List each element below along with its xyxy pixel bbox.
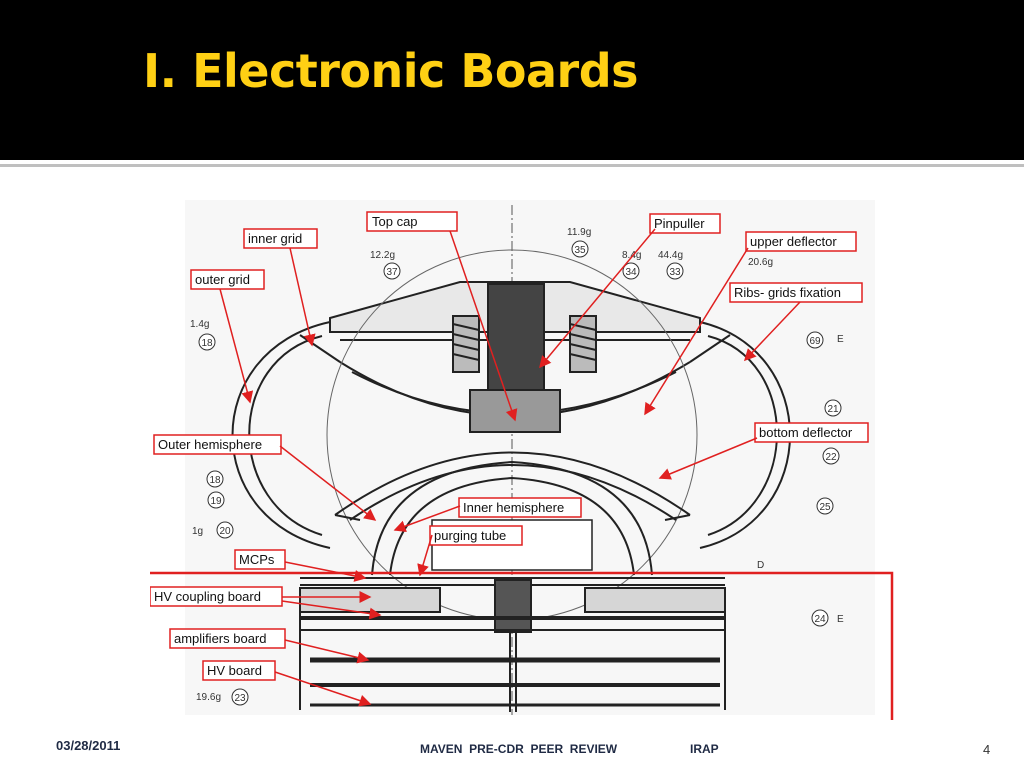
callout-ribs-grids-fixation: Ribs- grids fixation — [734, 285, 841, 300]
title-bar: I. Electronic Boards — [0, 0, 1024, 160]
part-number: 20 — [219, 526, 231, 537]
part-number: 25 — [819, 502, 831, 513]
callout-outer-hemisphere: Outer hemisphere — [158, 437, 262, 452]
weight-label: 1g — [192, 526, 203, 537]
callout-hv-board: HV board — [207, 663, 262, 678]
weight-label: D — [757, 560, 764, 571]
part-number: 18 — [201, 338, 213, 349]
part-number: 23 — [234, 693, 246, 704]
part-number: 37 — [386, 267, 398, 278]
part-number: 19 — [210, 496, 222, 507]
top-cap — [329, 281, 701, 391]
callout-amplifiers-board: amplifiers board — [174, 631, 267, 646]
electronics-highlight-box — [150, 571, 894, 720]
weight-label: 12.2g — [370, 250, 395, 261]
callout-purging-tube: purging tube — [434, 528, 506, 543]
callout-boxes — [150, 211, 869, 681]
weight-label: 20.6g — [748, 257, 773, 268]
outer-hemisphere — [334, 451, 691, 521]
title-separator-white — [0, 160, 1024, 164]
scan-background — [185, 200, 875, 715]
callout-pinpuller: Pinpuller — [654, 216, 705, 231]
callout-bottom-deflector: bottom deflector — [759, 425, 853, 440]
part-number: 34 — [625, 267, 637, 278]
callout-hv-coupling-board: HV coupling board — [154, 589, 261, 604]
part-number: 35 — [574, 245, 586, 256]
callout-outer-grid: outer grid — [195, 272, 250, 287]
weight-label: E — [837, 614, 844, 625]
weight-label: 44.4g — [658, 250, 683, 261]
footer-organization: IRAP — [690, 742, 719, 756]
footer-date: 03/28/2011 — [56, 738, 121, 753]
instrument-cross-section-diagram: 11.9g 12.2g 8.4g 44.4g 20.6g 1.4g 1g 19.… — [150, 200, 894, 720]
callout-top-cap: Top cap — [372, 214, 418, 229]
callout-leader-lines — [219, 228, 801, 707]
title-separator-gray — [0, 164, 1024, 167]
callout-mcps: MCPs — [239, 552, 275, 567]
part-number: 22 — [825, 452, 837, 463]
part-number: 18 — [209, 475, 221, 486]
weight-label: 19.6g — [196, 692, 221, 703]
part-number: 33 — [669, 267, 681, 278]
part-number: 24 — [814, 614, 826, 625]
weight-label: 8.4g — [622, 250, 641, 261]
weight-label: 1.4g — [190, 319, 209, 330]
part-number: 69 — [809, 336, 821, 347]
weight-label: 11.9g — [567, 227, 591, 238]
callout-inner-hemisphere: Inner hemisphere — [463, 500, 564, 515]
part-number-circles — [198, 240, 842, 706]
callout-inner-grid: inner grid — [248, 231, 302, 246]
page-number: 4 — [983, 742, 991, 757]
slide-title: I. Electronic Boards — [143, 44, 639, 98]
footer-review-title: MAVEN PRE-CDR PEER REVIEW — [420, 742, 618, 756]
callout-upper-deflector: upper deflector — [750, 234, 837, 249]
part-number: 21 — [827, 404, 839, 415]
weight-label: E — [837, 334, 844, 345]
